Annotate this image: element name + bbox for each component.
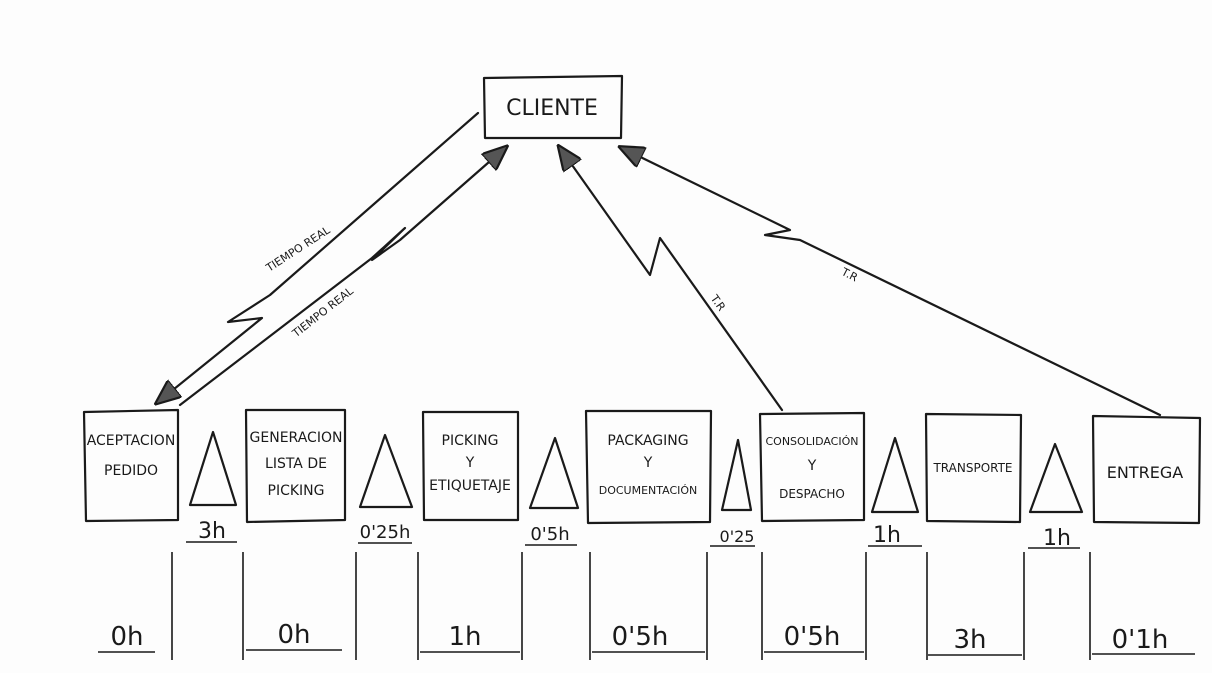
info-flow-client-to-order: TIEMPO REAL (158, 111, 480, 402)
wait-time-label: 0'25h (360, 522, 411, 543)
wait-time-label: 1h (873, 523, 901, 548)
process-consolidacion-despacho: CONSOLIDACIÓN Y DESPACHO (758, 411, 866, 523)
wait-time-label: 0'5h (530, 524, 569, 545)
client-label: CLIENTE (506, 96, 598, 121)
process-time-label: 0'1h (1112, 625, 1169, 655)
process-entrega: ENTREGA (1091, 414, 1202, 525)
process-label: GENERACION (250, 430, 343, 446)
process-picking-etiquetaje: PICKING Y ETIQUETAJE (421, 410, 520, 522)
info-flow-order-to-client: TIEMPO REAL (178, 148, 505, 407)
process-aceptacion-pedido: ACEPTACION PEDIDO (82, 408, 180, 523)
process-label: ETIQUETAJE (429, 478, 511, 494)
process-label: PEDIDO (104, 463, 158, 479)
inventory-triangle: 1h (868, 436, 922, 548)
process-label: PACKAGING (607, 433, 688, 449)
process-label: PICKING (442, 433, 499, 449)
info-flow-delivery-to-client: T.R (622, 148, 1162, 417)
process-label: Y (807, 458, 817, 474)
process-label: TRANSPORTE (932, 461, 1012, 475)
process-label: Y (465, 455, 475, 471)
inventory-triangle: 3h (186, 430, 238, 544)
process-label: PICKING (268, 483, 325, 499)
process-time-label: 0'5h (612, 622, 669, 652)
process-label: ENTREGA (1107, 463, 1183, 482)
info-flow-dispatch-to-client: T.R (560, 148, 784, 412)
client-box: CLIENTE (482, 74, 624, 140)
inventory-triangle: 0'25 (710, 438, 755, 547)
process-time-label: 0'5h (784, 622, 841, 652)
process-time-label: 0h (110, 622, 143, 652)
process-label: Y (643, 455, 653, 471)
process-time-label: 0h (277, 620, 310, 650)
info-flow-label: TIEMPO REAL (289, 284, 356, 341)
inventory-triangle: 1h (1028, 442, 1084, 551)
timeline: 0h 0h 1h 0'5h 0'5h 3h 0'1h (98, 552, 1195, 660)
process-time-label: 3h (953, 625, 986, 655)
process-label: CONSOLIDACIÓN (765, 435, 858, 448)
process-packaging-documentacion: PACKAGING Y DOCUMENTACIÓN (584, 409, 713, 525)
inventory-triangle: 0'5h (525, 436, 580, 546)
wait-time-label: 3h (198, 519, 226, 544)
process-transporte: TRANSPORTE (924, 412, 1023, 524)
wait-time-label: 1h (1043, 526, 1071, 551)
process-label: LISTA DE (265, 456, 327, 472)
process-time-label: 1h (448, 622, 481, 652)
process-label: DOCUMENTACIÓN (599, 484, 698, 497)
inventory-triangle: 0'25h (358, 433, 414, 544)
process-label: DESPACHO (779, 487, 845, 501)
process-generacion-lista: GENERACION LISTA DE PICKING (244, 408, 347, 524)
process-label: ACEPTACION (87, 433, 176, 449)
wait-time-label: 0'25 (720, 527, 755, 546)
